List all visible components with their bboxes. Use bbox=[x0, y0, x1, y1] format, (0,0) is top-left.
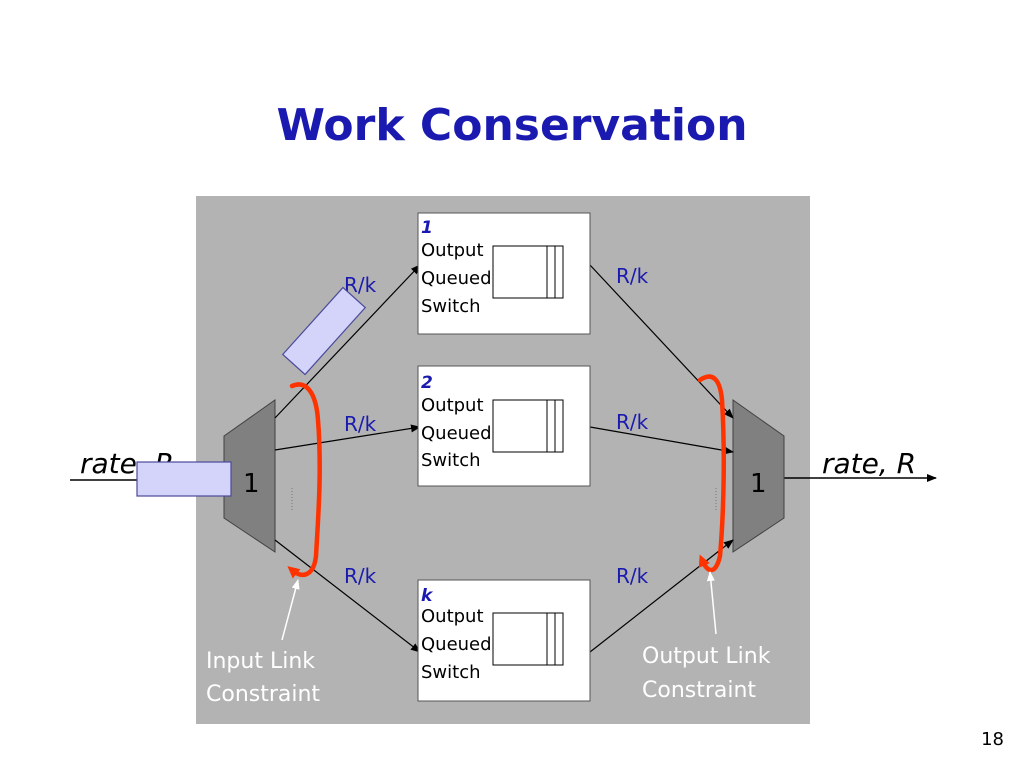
output-constraint-label-line2: Constraint bbox=[642, 678, 756, 703]
output-rate-2: R/k bbox=[616, 410, 649, 434]
output-rate-1: R/k bbox=[616, 264, 649, 288]
switch-2-queue bbox=[492, 399, 564, 453]
input-demux-label: 1 bbox=[243, 469, 260, 499]
output-rate-k: R/k bbox=[616, 564, 649, 588]
output-constraint-label-line1: Output Link bbox=[642, 644, 771, 669]
output-mux bbox=[732, 399, 785, 553]
switch-k-line1: Output bbox=[421, 606, 484, 627]
switch-k-index: k bbox=[421, 586, 434, 606]
link-packet bbox=[281, 286, 367, 376]
slide-title: Work Conservation bbox=[276, 100, 748, 151]
input-link-k bbox=[274, 539, 421, 653]
input-constraint-pointer bbox=[281, 579, 300, 641]
switch-1-line1: Output bbox=[421, 240, 484, 261]
output-constraint-pointer bbox=[706, 571, 717, 635]
page-number: 18 bbox=[981, 729, 1004, 750]
input-constraint-label-line1: Input Link bbox=[206, 649, 315, 674]
input-rate-2: R/k bbox=[344, 412, 377, 436]
switch-k: k Output Queued Switch bbox=[417, 579, 591, 702]
input-constraint-label-line2: Constraint bbox=[206, 682, 320, 707]
switch-2-line1: Output bbox=[421, 395, 484, 416]
switch-1-line3: Switch bbox=[421, 296, 481, 317]
switch-2-line3: Switch bbox=[421, 450, 481, 471]
switch-1-queue bbox=[492, 245, 564, 299]
input-rate-k: R/k bbox=[344, 564, 377, 588]
output-link-1 bbox=[589, 264, 734, 419]
output-rate-label: rate, R bbox=[822, 447, 916, 480]
output-link-2 bbox=[589, 426, 734, 455]
input-link-1 bbox=[274, 264, 421, 419]
input-packet bbox=[136, 461, 232, 497]
switch-1-line2: Queued bbox=[421, 268, 492, 289]
switch-k-line3: Switch bbox=[421, 662, 481, 683]
input-constraint-bracket bbox=[287, 382, 322, 579]
output-mux-label: 1 bbox=[750, 469, 767, 499]
switch-1-index: 1 bbox=[421, 218, 433, 238]
switch-2: 2 Output Queued Switch bbox=[417, 365, 591, 487]
input-link-2 bbox=[274, 424, 421, 451]
switch-1: 1 Output Queued Switch bbox=[417, 212, 591, 335]
switch-k-queue bbox=[492, 612, 564, 666]
output-constraint-bracket bbox=[697, 374, 726, 573]
switch-k-line2: Queued bbox=[421, 634, 492, 655]
switch-2-index: 2 bbox=[421, 373, 433, 393]
switch-2-line2: Queued bbox=[421, 423, 492, 444]
